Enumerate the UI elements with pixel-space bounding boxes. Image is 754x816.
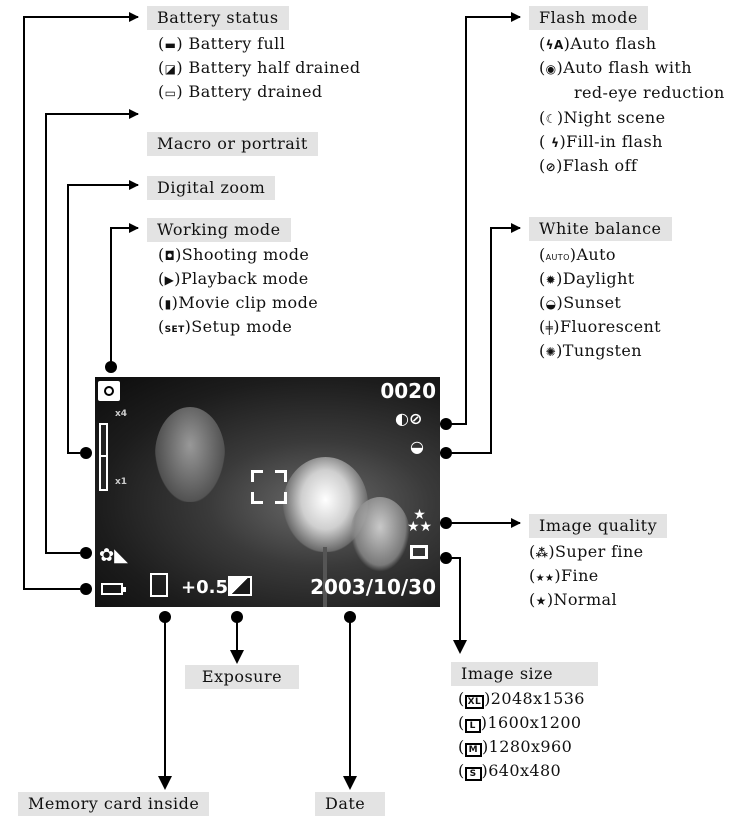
digital-zoom-title: Digital zoom	[147, 176, 275, 200]
memory-card-title: Memory card inside	[18, 792, 209, 816]
flower-right	[350, 497, 410, 572]
daylight-icon: ✹	[546, 273, 556, 287]
date-arrowhead	[343, 776, 357, 790]
battery-dot	[80, 583, 92, 595]
flash-off-icon: ⊘	[546, 160, 556, 174]
macro-title: Macro or portrait	[147, 132, 318, 156]
fluorescent-icon: ╪	[546, 321, 554, 335]
auto-flash-icon: ϟA	[546, 38, 564, 52]
playback-mode-item: (▶)Playback mode	[158, 267, 309, 292]
macro-portrait-indicator-icon: ✿◣	[99, 545, 128, 566]
image-size-indicator-icon	[410, 545, 428, 559]
quality-dot	[440, 517, 452, 529]
size-m-item: (M)1280x960	[458, 735, 572, 762]
battery-full-item: (▬) Battery full	[158, 32, 285, 57]
exposure-indicator-icon	[228, 576, 252, 596]
wb-fluorescent-item: (╪)Fluorescent	[539, 315, 661, 340]
size-s-icon: S	[465, 767, 482, 781]
super-fine-item: (⁂)Super fine	[529, 540, 644, 565]
wb-tungsten-item: (✺)Tungsten	[539, 339, 642, 364]
red-eye-item-line2: red-eye reduction	[574, 81, 725, 105]
size-xl-icon: XL	[465, 695, 484, 709]
wb-sunset-item: (◒)Sunset	[539, 291, 621, 316]
camera-mode-icon	[98, 381, 120, 401]
size-s-item: (S)640x480	[458, 759, 561, 786]
movie-mode-item: (▮)Movie clip mode	[158, 291, 318, 316]
auto-wb-icon: AUTO	[546, 253, 570, 262]
wb-auto-item: (AUTO)Auto	[539, 243, 616, 270]
night-scene-item: (☾)Night scene	[539, 106, 665, 131]
auto-flash-item: (ϟA)Auto flash	[539, 32, 656, 57]
macro-dot	[80, 547, 92, 559]
memory-arrowhead	[158, 776, 172, 790]
white-balance-connector	[451, 228, 520, 453]
size-l-icon: L	[465, 719, 481, 733]
camera-icon: ◘	[165, 249, 175, 263]
flash-connector	[451, 17, 520, 424]
white-balance-title: White balance	[529, 217, 672, 241]
battery-drained-item: (▭) Battery drained	[158, 80, 323, 105]
flash-mode-title: Flash mode	[529, 6, 648, 30]
flash-off-indicator-icon: ◐⊘	[395, 409, 422, 428]
white-balance-dot	[440, 447, 452, 459]
normal-icon: ★	[536, 594, 547, 608]
zoom-bar	[99, 423, 108, 491]
flash-off-item: (⊘)Flash off	[539, 154, 637, 179]
memory-dot	[159, 611, 171, 623]
zoom-min-label: x1	[115, 477, 127, 487]
shot-counter: 0020	[380, 379, 436, 403]
size-l-item: (L)1600x1200	[458, 711, 582, 738]
size-connector	[451, 558, 460, 640]
size-m-icon: M	[465, 743, 482, 757]
image-quality-title: Image quality	[529, 514, 667, 538]
normal-item: (★)Normal	[529, 588, 617, 613]
exposure-title: Exposure	[185, 665, 299, 689]
fine-icon: ★★	[536, 573, 555, 584]
zoom-dot	[80, 447, 92, 459]
date-dot	[344, 611, 356, 623]
battery-drained-icon: ▭	[165, 86, 177, 100]
size-xl-item: (XL)2048x1536	[458, 687, 585, 714]
zoom-max-label: x4	[115, 409, 127, 419]
sunset-icon: ◒	[546, 297, 557, 311]
battery-full-icon: ▬	[165, 38, 177, 52]
battery-indicator-icon	[101, 583, 123, 595]
fine-item: (★★)Fine	[529, 564, 599, 591]
super-fine-indicator-icon: ★★★	[407, 509, 432, 533]
exposure-value: +0.5	[181, 577, 228, 598]
battery-half-item: (◪) Battery half drained	[158, 56, 360, 81]
camera-lcd-screen: x4 x1 0020 ◐⊘ ◒ ★★★ ✿◣ +0.5 2003/10/30	[95, 377, 440, 607]
red-eye-item: (◉)Auto flash with	[539, 56, 692, 81]
date-title: Date	[315, 792, 385, 816]
fill-in-flash-icon: ϟ	[551, 136, 559, 150]
fill-in-flash-item: ( ϟ)Fill-in flash	[539, 130, 663, 155]
exposure-arrowhead	[230, 650, 244, 664]
super-fine-icon: ⁂	[536, 546, 549, 560]
date-display: 2003/10/30	[310, 575, 436, 599]
battery-status-title: Battery status	[147, 6, 289, 30]
setup-icon: SET	[165, 325, 185, 335]
working-mode-connector	[111, 228, 138, 367]
battery-half-icon: ◪	[165, 62, 177, 76]
exposure-dot	[231, 611, 243, 623]
image-size-title: Image size	[451, 662, 598, 686]
tungsten-icon: ✺	[546, 345, 556, 359]
working-mode-title: Working mode	[147, 218, 291, 242]
playback-icon: ▶	[165, 273, 175, 287]
flower-left	[155, 407, 225, 502]
setup-mode-item: (SET)Setup mode	[158, 315, 292, 342]
wb-daylight-item: (✹)Daylight	[539, 267, 635, 292]
movie-icon: ▮	[165, 297, 172, 311]
working-mode-dot	[105, 361, 117, 373]
night-scene-icon: ☾	[546, 112, 557, 126]
red-eye-icon: ◉	[546, 62, 557, 76]
sunset-indicator-icon: ◒	[410, 437, 424, 456]
shooting-mode-item: (◘)Shooting mode	[158, 243, 309, 268]
size-arrowhead	[453, 640, 467, 654]
focus-frame	[251, 470, 287, 504]
memory-card-indicator-icon	[150, 573, 168, 597]
size-dot	[440, 552, 452, 564]
flash-dot	[440, 418, 452, 430]
